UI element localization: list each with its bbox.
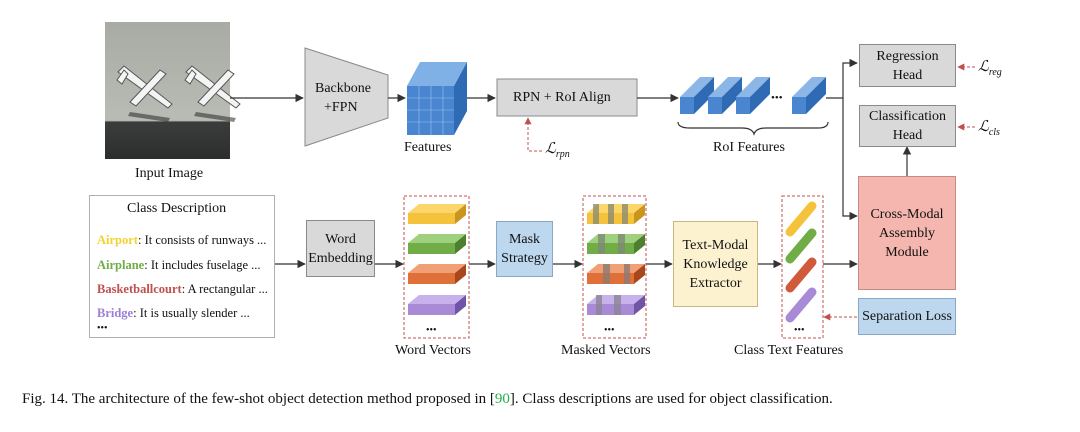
input-image [105,22,241,159]
classification-head-line2: Head [892,128,923,143]
masked-vectors-ellipsis: ••• [604,325,615,336]
input-image-label: Input Image [135,166,204,181]
class-item-airport: Airport: It consists of runways ... [97,233,266,248]
masked-vectors-label: Masked Vectors [561,343,651,358]
cross-modal-line3: Module [885,244,929,260]
features-cube [407,62,467,135]
class-description-title: Class Description [127,201,227,216]
text-modal-line3: Extractor [689,275,742,291]
word-embedding-block: Word Embedding [306,220,375,277]
text-modal-knowledge-extractor-block: Text-Modal Knowledge Extractor [673,221,758,307]
loss-cls: ℒcls [978,119,1000,138]
class-text-features-container [781,195,824,339]
regression-head-block: Regression Head [859,44,956,87]
word-embedding-line2: Embedding [308,250,373,266]
cross-modal-assembly-module-block: Cross-Modal Assembly Module [858,176,956,290]
class-text-capsules [785,201,817,323]
word-vectors-label: Word Vectors [395,343,471,358]
rpn-label: RPN + RoI Align [513,90,611,105]
features-label: Features [404,140,452,155]
caption-ref-link[interactable]: 90 [494,391,510,407]
cross-modal-line2: Assembly [879,225,935,241]
word-vectors-ellipsis: ••• [426,325,437,336]
separation-loss-label: Separation Loss [862,309,952,324]
class-description-box: Class Description Airport: It consists o… [89,195,275,338]
roi-features-label: RoI Features [713,140,785,155]
separation-loss-block: Separation Loss [858,298,956,335]
backbone-fpn-block [304,47,389,147]
classification-head-block: Classification Head [859,105,956,147]
class-item-bridge: Bridge: It is usually slender ... [97,306,250,321]
mask-strategy-line2: Strategy [501,251,548,266]
class-text-ellipsis: ••• [794,325,805,336]
text-modal-line1: Text-Modal [682,237,749,253]
class-text: : It is usually slender ... [133,306,250,320]
roi-brace [677,121,829,136]
rpn-roi-align-block [496,78,638,117]
regression-head-line1: Regression [876,48,939,64]
class-keyword: Basketballcourt [97,282,182,296]
class-item-basketballcourt: Basketballcourt: A rectangular ... [97,282,268,297]
class-text: : It includes fuselage ... [144,258,261,272]
class-keyword: Bridge [97,306,134,320]
text-modal-line2: Knowledge [683,256,748,272]
class-keyword: Airport [97,233,138,247]
class-description-more: ••• [97,323,108,334]
class-text: : It consists of runways ... [137,233,267,247]
word-vectors-container [403,195,470,339]
word-vector-slabs [408,204,466,315]
roi-feature-bars [680,77,826,114]
class-item-airplane: Airplane: It includes fuselage ... [97,258,261,273]
loss-rpn: ℒrpn [545,141,570,160]
backbone-label-2: +FPN [324,100,358,115]
classification-head-line1: Classification [869,109,946,124]
class-text-features-label: Class Text Features [734,343,844,358]
word-embedding-line1: Word [325,231,356,247]
caption-prefix: Fig. 14. The architecture of the few-sho… [22,391,495,407]
class-text: : A rectangular ... [181,282,268,296]
backbone-label-1: Backbone [315,81,371,96]
regression-head-line2: Head [892,67,923,83]
caption-suffix: ]. Class descriptions are used for objec… [509,391,833,407]
mask-strategy-line1: Mask [508,232,541,247]
mask-strategy-block: Mask Strategy [496,221,553,277]
class-keyword: Airplane [97,258,145,272]
masked-vectors-container [582,195,647,339]
roi-ellipsis: ••• [771,92,783,104]
figure-caption: Fig. 14. The architecture of the few-sho… [22,391,833,408]
cross-modal-line1: Cross-Modal [870,206,944,222]
masked-vector-slabs [587,204,645,315]
loss-reg: ℒreg [978,59,1002,78]
